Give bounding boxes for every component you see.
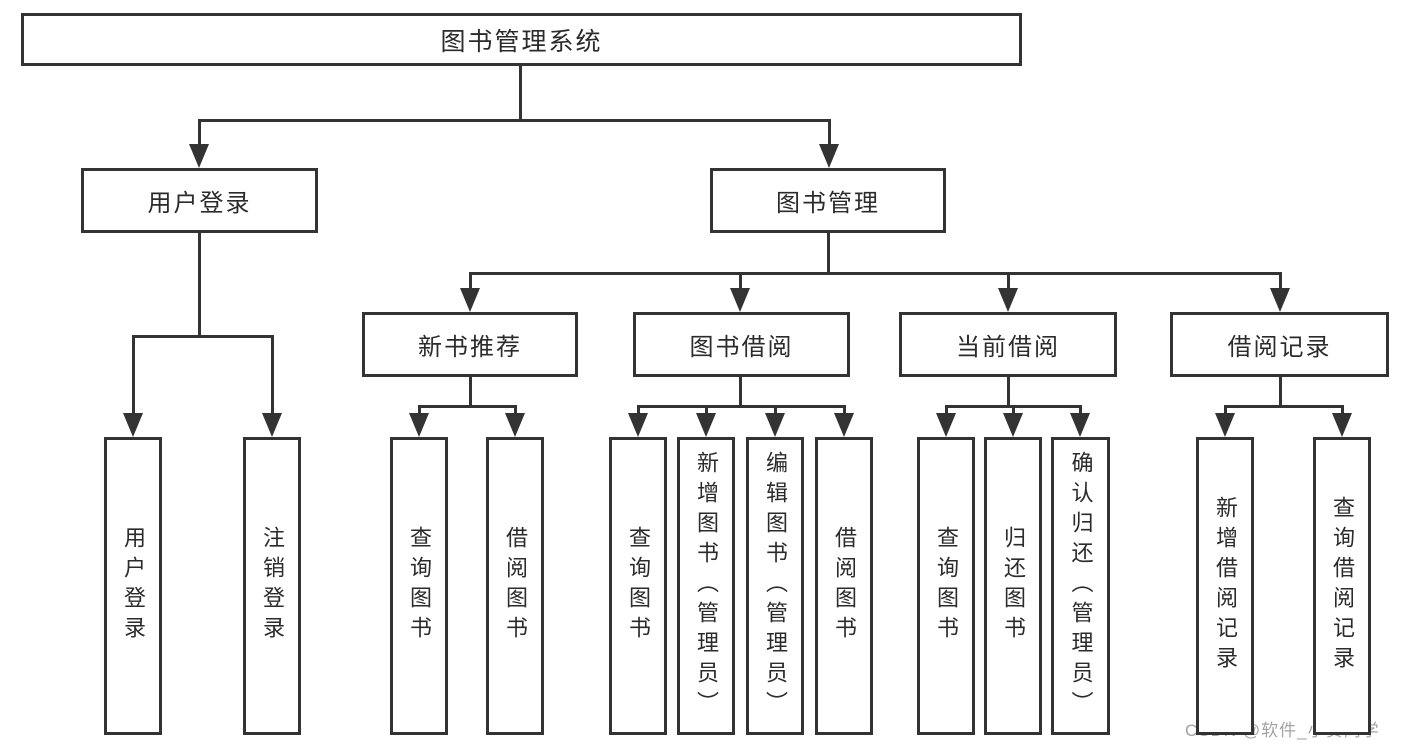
node-leaf-confirm-return-admin: 确认归还（管理员）: [1051, 437, 1110, 735]
connector-line: [1223, 404, 1344, 408]
node-root: 图书管理系统: [21, 13, 1022, 66]
node-label: 用户登录: [121, 526, 146, 646]
node-leaf-add-books-admin: 新增图书（管理员）: [677, 437, 735, 735]
arrowhead-icon: [696, 413, 716, 437]
connector-line: [738, 377, 742, 408]
node-label: 归还图书: [1001, 526, 1026, 646]
node-label: 借阅记录: [1227, 334, 1332, 361]
connector-line: [1223, 406, 1227, 417]
arrowhead-icon: [1270, 288, 1290, 312]
node-label: 图书管理: [776, 190, 880, 217]
arrowhead-icon: [1215, 413, 1235, 437]
connector-line: [842, 406, 846, 417]
connector-line: [513, 406, 517, 417]
node-leaf-return-books: 归还图书: [984, 437, 1042, 735]
node-borrowing-records: 借阅记录: [1170, 312, 1389, 377]
node-leaf-logout: 注销登录: [243, 437, 301, 735]
node-leaf-borrow-books-1: 借阅图书: [486, 437, 544, 735]
connector-line: [1340, 406, 1344, 417]
node-label: 新增图书（管理员）: [694, 451, 719, 721]
connector-line: [197, 233, 201, 338]
arrowhead-icon: [1003, 413, 1023, 437]
node-label: 图书借阅: [689, 334, 794, 361]
arrowhead-icon: [998, 288, 1018, 312]
arrowhead-icon: [936, 413, 956, 437]
node-label: 查询图书: [626, 526, 651, 646]
arrowhead-icon: [765, 413, 785, 437]
node-label: 查询图书: [934, 526, 959, 646]
node-current-borrowing: 当前借阅: [899, 312, 1117, 377]
node-label: 编辑图书（管理员）: [763, 451, 788, 721]
connector-line: [1078, 406, 1082, 417]
node-label: 新增借阅记录: [1213, 496, 1238, 676]
connector-line: [468, 273, 472, 292]
node-label: 图书管理系统: [440, 27, 603, 56]
connector-line: [826, 233, 830, 275]
arrowhead-icon: [505, 413, 525, 437]
node-label: 注销登录: [260, 526, 285, 646]
node-leaf-user-login: 用户登录: [104, 437, 162, 735]
node-user-login: 用户登录: [81, 168, 318, 233]
arrowhead-icon: [730, 288, 750, 312]
connector-line: [704, 406, 708, 417]
node-leaf-query-books-1: 查询图书: [390, 437, 448, 735]
connector-line: [468, 377, 472, 408]
connector-line: [944, 406, 948, 417]
connector-line: [270, 336, 274, 417]
connector-line: [417, 404, 517, 408]
node-book-management: 图书管理: [710, 168, 946, 233]
node-label: 查询图书: [407, 526, 432, 646]
node-leaf-edit-books-admin: 编辑图书（管理员）: [746, 437, 804, 735]
node-label: 新书推荐: [418, 334, 522, 361]
arrowhead-icon: [123, 413, 143, 437]
connector-line: [1006, 377, 1010, 408]
arrowhead-icon: [819, 144, 839, 168]
node-leaf-query-borrow-record: 查询借阅记录: [1313, 437, 1371, 735]
connector-line: [131, 336, 135, 417]
connector-line: [636, 404, 846, 408]
connector-line: [1006, 273, 1010, 292]
connector-line: [417, 406, 421, 417]
node-label: 借阅图书: [832, 526, 857, 646]
connector-line: [1278, 377, 1282, 408]
node-leaf-query-books-2: 查询图书: [609, 437, 667, 735]
connector-line: [518, 66, 522, 122]
node-new-book-recommend: 新书推荐: [362, 312, 578, 377]
node-book-borrowing: 图书借阅: [633, 312, 850, 377]
connector-line: [197, 120, 201, 148]
connector-line: [468, 271, 1282, 275]
node-leaf-query-books-3: 查询图书: [917, 437, 975, 735]
arrowhead-icon: [1070, 413, 1090, 437]
connector-line: [197, 118, 831, 122]
node-label: 当前借阅: [956, 334, 1060, 361]
connector-line: [1278, 273, 1282, 292]
node-label: 查询借阅记录: [1330, 496, 1355, 676]
arrowhead-icon: [409, 413, 429, 437]
arrowhead-icon: [460, 288, 480, 312]
node-label: 确认归还（管理员）: [1068, 451, 1094, 721]
connector-line: [738, 273, 742, 292]
node-label: 借阅图书: [503, 526, 528, 646]
connector-line: [827, 120, 831, 148]
arrowhead-icon: [189, 144, 209, 168]
arrowhead-icon: [834, 413, 854, 437]
connector-line: [773, 406, 777, 417]
arrowhead-icon: [262, 413, 282, 437]
connector-line: [1011, 406, 1015, 417]
connector-line: [636, 406, 640, 417]
node-leaf-add-borrow-record: 新增借阅记录: [1196, 437, 1254, 735]
node-leaf-borrow-books-2: 借阅图书: [815, 437, 873, 735]
connector-line: [131, 334, 274, 338]
node-label: 用户登录: [147, 190, 252, 217]
arrowhead-icon: [1332, 413, 1352, 437]
arrowhead-icon: [628, 413, 648, 437]
